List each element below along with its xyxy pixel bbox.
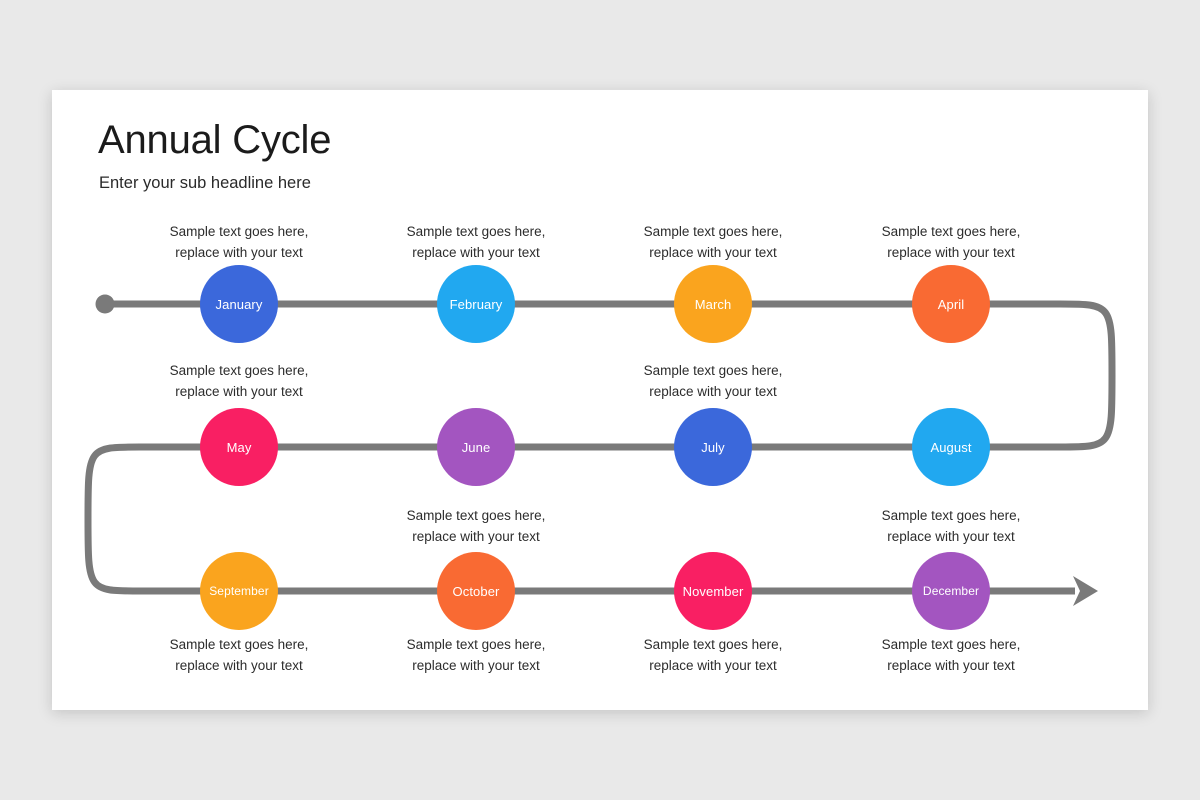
month-node-label: September	[209, 584, 269, 598]
month-node-label: February	[449, 296, 503, 312]
start-dot	[95, 294, 115, 314]
month-node-march[interactable]: March	[674, 265, 752, 343]
caption-february: Sample text goes here, replace with your…	[371, 221, 581, 263]
caption-october-above: Sample text goes here, replace with your…	[371, 505, 581, 547]
caption-line-1: Sample text goes here,	[643, 224, 783, 239]
end-arrowhead	[1073, 576, 1098, 606]
month-node-label: November	[682, 583, 744, 599]
caption-line-1: Sample text goes here,	[406, 637, 546, 652]
page-subtitle: Enter your sub headline here	[99, 174, 311, 192]
caption-line-2: replace with your text	[412, 529, 540, 544]
month-node-label: March	[694, 296, 732, 312]
caption-may: Sample text goes here, replace with your…	[134, 360, 344, 402]
month-node-may[interactable]: May	[200, 408, 278, 486]
caption-line-2: replace with your text	[649, 245, 777, 260]
caption-line-2: replace with your text	[175, 384, 303, 399]
caption-line-1: Sample text goes here,	[881, 224, 1021, 239]
caption-line-2: replace with your text	[887, 658, 1015, 673]
page-title: Annual Cycle	[98, 118, 332, 162]
month-node-june[interactable]: June	[437, 408, 515, 486]
month-node-april[interactable]: April	[912, 265, 990, 343]
caption-march: Sample text goes here, replace with your…	[608, 221, 818, 263]
caption-line-1: Sample text goes here,	[169, 224, 309, 239]
timeline-curve-right	[1059, 300, 1116, 451]
caption-line-2: replace with your text	[649, 658, 777, 673]
month-node-august[interactable]: August	[912, 408, 990, 486]
caption-line-2: replace with your text	[412, 245, 540, 260]
caption-line-1: Sample text goes here,	[643, 637, 783, 652]
caption-line-1: Sample text goes here,	[643, 363, 783, 378]
caption-line-2: replace with your text	[412, 658, 540, 673]
month-node-november[interactable]: November	[674, 552, 752, 630]
caption-november-below: Sample text goes here, replace with your…	[608, 634, 818, 676]
caption-line-1: Sample text goes here,	[881, 637, 1021, 652]
caption-line-2: replace with your text	[887, 529, 1015, 544]
month-node-october[interactable]: October	[437, 552, 515, 630]
month-node-label: January	[215, 296, 263, 312]
month-node-label: June	[461, 439, 491, 455]
caption-line-2: replace with your text	[175, 658, 303, 673]
caption-line-1: Sample text goes here,	[169, 363, 309, 378]
month-node-label: August	[930, 439, 972, 455]
month-node-label: December	[922, 584, 980, 598]
month-node-january[interactable]: January	[200, 265, 278, 343]
month-node-december[interactable]: December	[912, 552, 990, 630]
month-node-label: October	[452, 583, 500, 599]
timeline-curve-left	[84, 443, 141, 595]
caption-line-2: replace with your text	[175, 245, 303, 260]
caption-july: Sample text goes here, replace with your…	[608, 360, 818, 402]
caption-december-above: Sample text goes here, replace with your…	[846, 505, 1056, 547]
month-node-february[interactable]: February	[437, 265, 515, 343]
caption-january: Sample text goes here, replace with your…	[134, 221, 344, 263]
month-node-label: May	[226, 439, 252, 455]
caption-line-2: replace with your text	[649, 384, 777, 399]
caption-line-1: Sample text goes here,	[406, 224, 546, 239]
caption-line-1: Sample text goes here,	[169, 637, 309, 652]
caption-line-2: replace with your text	[887, 245, 1015, 260]
month-node-september[interactable]: September	[200, 552, 278, 630]
month-node-label: July	[701, 439, 725, 455]
caption-december-below: Sample text goes here, replace with your…	[846, 634, 1056, 676]
caption-september-below: Sample text goes here, replace with your…	[134, 634, 344, 676]
caption-april: Sample text goes here, replace with your…	[846, 221, 1056, 263]
caption-october-below: Sample text goes here, replace with your…	[371, 634, 581, 676]
month-node-label: April	[937, 296, 965, 312]
month-node-july[interactable]: July	[674, 408, 752, 486]
caption-line-1: Sample text goes here,	[406, 508, 546, 523]
caption-line-1: Sample text goes here,	[881, 508, 1021, 523]
